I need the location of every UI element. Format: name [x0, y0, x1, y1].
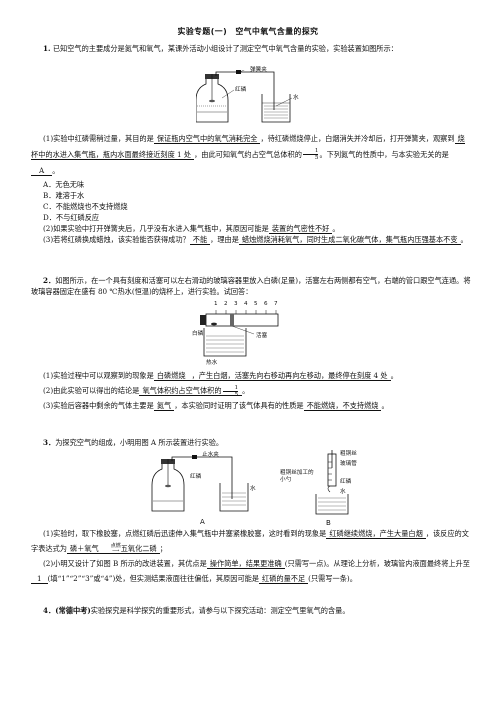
q1-part1-answer-3: A [31, 165, 53, 176]
question-1-parts: (1)实验中红磷需稍过量，其目的是保证瓶内空气中的氧气消耗完全，待红磷燃烧停止，… [31, 131, 471, 246]
q1-part3-text-a: (3)若将红磷换成蜡烛，该实验能否获得成功？ [43, 235, 190, 245]
q2-part3-answer-1: 氮气 [153, 401, 175, 412]
label-copper-rod: 粗铜丝 [340, 451, 357, 457]
label-glass-tube: 玻璃管 [340, 461, 357, 467]
q1-option-d: D．不与红磷反应 [43, 213, 100, 222]
q1-part1-text-d: 。下列氮气的性质中，与本实验无关的是 [319, 149, 449, 159]
label-b-water: 水 [340, 489, 346, 495]
q1-part3-answer-2: 蜡烛燃烧消耗氧气，同时生成二氧化碳气体，集气瓶内压强基本不变 [238, 235, 461, 246]
figure-3b-apparatus: 粗铜丝 玻璃管 粗铜丝加工的小勺 红磷 水 B [280, 448, 362, 527]
q1-part2-answer: 装置的气密性不好 [268, 224, 333, 235]
q1-part3-text-b: ，理由是 [210, 235, 239, 245]
label-a-phosphorus: 红磷 [190, 474, 202, 480]
label-white-phosphorus: 白磷 [192, 331, 204, 337]
figure-2-apparatus: 1 2 3 4 5 6 7 白磷 活塞 热水 [192, 301, 300, 366]
question-3-number: 3． [43, 438, 56, 447]
figure-3a-apparatus: 止水夹 红磷 水 A [150, 452, 260, 526]
q3-part2-answer-2: 1 [31, 574, 48, 585]
q3-part2-text-c: (填“1”“2”“3”或“4”)处，但实测结果液面往往偏低，其原因可能是 [47, 574, 260, 584]
question-4-text: 实验探究是科学探究的重要形式，请参与以下探究活动：测定空气里氧气的含量。 [90, 606, 350, 615]
question-2-number: 2． [43, 276, 56, 285]
label-hot-water: 热水 [206, 360, 218, 366]
tick-label-1: 1 [214, 301, 218, 307]
q1-option-c: C．不能燃烧也不支持燃烧 [43, 201, 128, 211]
question-1-number: 1. [43, 44, 51, 53]
tick-label-5: 5 [254, 301, 258, 307]
q1-part2-text: (2)如果实验中打开弹簧夹后，几乎没有水进入集气瓶中，其原因可能是 [43, 224, 269, 234]
q3-part1-answer: 红磷继续燃烧，产生大量白烟 [326, 529, 426, 539]
q3-word-equation: 磷＋氧气点燃⟶五氧化二磷 [66, 544, 160, 555]
question-2-stem: 2．如图所示，在一个具有刻度和活塞可以左右滑动的玻璃容器里放入白磷(足量)，活塞… [31, 275, 471, 297]
q2-part2-text: (2)由此实验可以得出的结论是 [43, 386, 140, 396]
q2-part1-answer-2: ，产生白烟，活塞先向右移动再向左移动，最终停在刻度 4 处 [188, 371, 391, 381]
q2-part3-answer-2: 不能燃烧，不支持燃烧 [303, 401, 382, 412]
tick-label-4: 4 [244, 301, 248, 307]
q1-part1-text-a: (1)实验中红磷需稍过量，其目的是 [43, 134, 154, 143]
question-3-stem: 3．为探究空气的组成，小明用图 A 所示装置进行实验。 [31, 437, 471, 448]
q3-part2-text-a: (2)小明又设计了如图 B 所示的改进装置，其优点是 [43, 559, 207, 569]
question-2-text: 如图所示，在一个具有刻度和活塞可以左右滑动的玻璃容器里放入白磷(足量)，活塞左右… [31, 276, 471, 297]
q2-part3-text-b: ，本实验同时证明了该气体具有的性质是 [174, 401, 304, 411]
figure-b-caption: B [326, 519, 331, 527]
q1-part1-text-b: ，待红磷燃烧停止，白烟消失并冷却后，打开弹簧夹，观察到 [260, 134, 455, 143]
label-water: 水 [293, 95, 299, 101]
figure-1-apparatus: 弹簧夹 红磷 水 [196, 67, 306, 128]
q1-part1-text-c: ，由此可知氧气约占空气总体积的 [194, 149, 302, 159]
label-b-phosphorus: 红磷 [340, 479, 352, 485]
question-4-number: 4． [43, 606, 56, 615]
question-4-source-tag: (常德中考) [55, 606, 91, 615]
q1-option-a: A．无色无味 [43, 179, 85, 189]
q3-part2-text-b: (只需写一点)。从理论上分析，玻璃管内液面最终将上升至 [284, 559, 470, 569]
label-red-phosphorus: 红磷 [235, 87, 247, 93]
question-1-text: 已知空气的主要成分是氮气和氧气，某课外活动小组设计了测定空气中氧气含量的实验，实… [52, 44, 398, 53]
q1-part1-answer-2: 烧杯中的水进入集气瓶，瓶内水面最终接近刻度 1 处 [31, 134, 465, 160]
q1-option-b: B．难溶于水 [43, 190, 85, 200]
question-2-parts: (1)实验过程中可以观察到的现象是白磷燃烧，产生白烟，活塞先向右移动再向左移动，… [43, 371, 398, 412]
q1-part3-answer-1: 不能 [189, 235, 211, 246]
question-1-stem: 1. 已知空气的主要成分是氮气和氧气，某课外活动小组设计了测定空气中氧气含量的实… [31, 43, 471, 54]
label-copper-spoon: 粗铜丝加工的小勺 [280, 470, 314, 484]
tick-label-2: 2 [224, 301, 228, 307]
q1-part1-answer-1: 保证瓶内空气中的氧气消耗完全 [153, 134, 261, 144]
question-4-stem: 4．(常德中考)实验探究是科学探究的重要形式，请参与以下探究活动：测定空气里氧气… [31, 605, 471, 616]
q3-part1-text-b: ，该反应的文字表达式为 [31, 529, 469, 554]
q3-part2-answer-1: 操作简单，结果更准确 [206, 559, 285, 570]
q2-part3-text-a: (3)实验后容器中剩余的气体主要是 [43, 401, 154, 411]
label-water-clip: 止水夹 [202, 452, 219, 458]
label-a-water: 水 [250, 486, 256, 492]
figure-a-caption: A [200, 518, 205, 526]
question-3-text: 为探究空气的组成，小明用图 A 所示装置进行实验。 [55, 438, 224, 447]
page-title: 实验专题(一) 空气中氧气含量的探究 [177, 27, 319, 36]
q2-part1-answer-1: 白磷燃烧 [153, 371, 189, 381]
q2-part1-text: (1)实验过程中可以观察到的现象是 [43, 371, 154, 380]
tick-label-3: 3 [234, 301, 238, 307]
label-piston: 活塞 [256, 333, 268, 339]
q3-part1-text-a: (1)实验时，取下橡胶塞，点燃红磷后迅速伸入集气瓶中并塞紧橡胶塞，这时看到的现象… [43, 529, 327, 538]
tick-label-7: 7 [274, 301, 278, 307]
label-spring-clip: 弹簧夹 [250, 67, 267, 73]
q3-part2-answer-3: 红磷的量不足 [259, 574, 309, 585]
tick-label-6: 6 [264, 301, 268, 307]
question-3-parts: (1)实验时，取下橡胶塞，点燃红磷后迅速伸入集气瓶中并塞紧橡胶塞，这时看到的现象… [31, 529, 470, 585]
